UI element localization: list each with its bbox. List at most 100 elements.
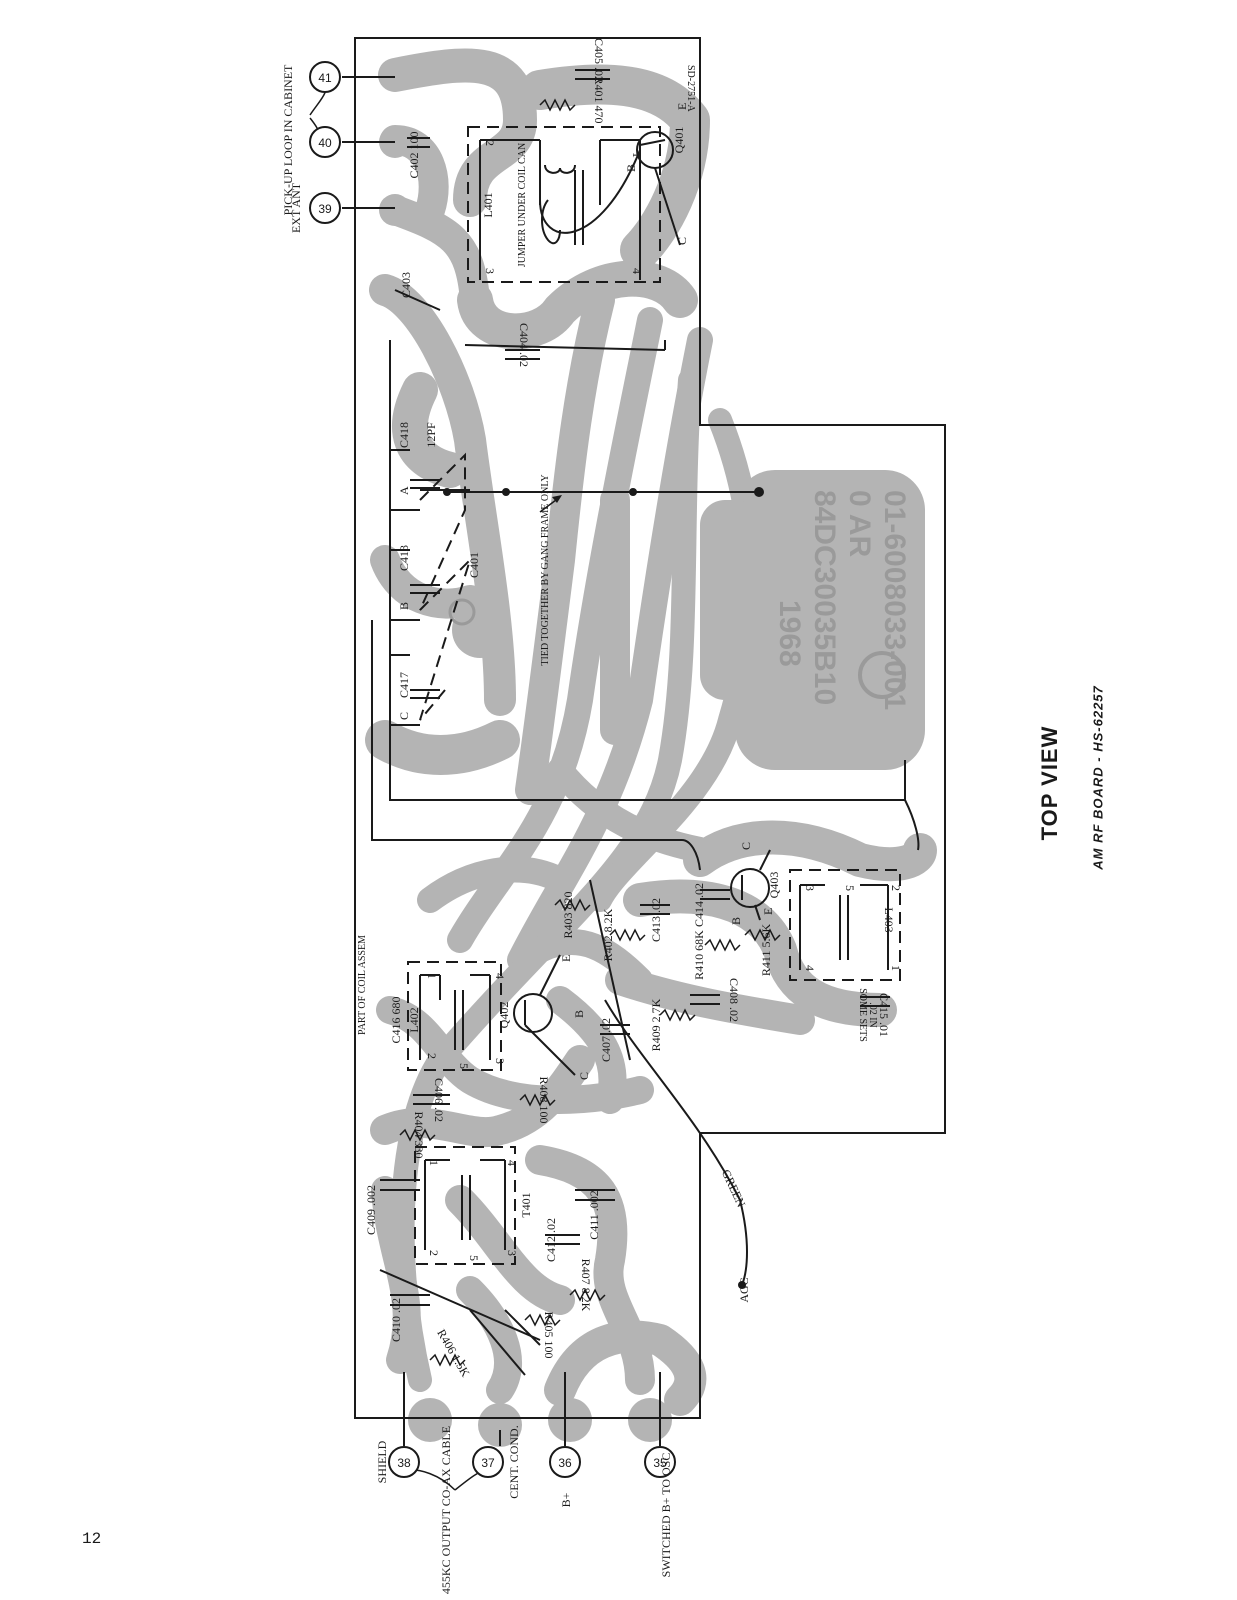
label-q402: Q402: [497, 1002, 511, 1029]
label-c418-value: 12PF: [424, 422, 438, 448]
label-c414: C414 .02: [692, 883, 706, 927]
label-r404: R404 330: [412, 1111, 426, 1158]
passive-components: [379, 69, 890, 1376]
label-r405: R405 100: [542, 1311, 556, 1358]
motorola-logo-small-icon: [448, 598, 476, 626]
label-l403: L403: [882, 907, 896, 932]
svg-text:41: 41: [318, 71, 332, 85]
pcb-copper-foil: [365, 48, 937, 1447]
svg-text:2: 2: [483, 140, 497, 146]
label-r406: R406 1.5K: [434, 1327, 473, 1380]
label-pickup-loop: PICK-UP LOOP IN CABINET: [281, 64, 295, 215]
svg-text:B: B: [572, 1010, 586, 1018]
terminal-35[interactable]: 35: [644, 1446, 676, 1478]
svg-text:A: A: [397, 486, 411, 495]
svg-text:2: 2: [889, 885, 903, 891]
label-in-note: .02 IN: [867, 1002, 878, 1028]
terminal-38[interactable]: 38: [388, 1446, 420, 1478]
label-c406: C406 .02: [432, 1078, 446, 1122]
svg-text:1: 1: [630, 152, 644, 158]
coil-l403: [789, 869, 901, 981]
terminal-37[interactable]: 37: [472, 1446, 504, 1478]
label-q403: Q403: [767, 872, 781, 899]
tuning-gang: [389, 449, 471, 726]
transistor-q401: [636, 131, 681, 246]
page-title: TOP VIEW: [1037, 725, 1062, 841]
label-c409: C409 .002: [364, 1185, 378, 1235]
transistor-q402: [513, 954, 576, 1076]
label-r402: R402 8.2K: [601, 908, 615, 961]
label-r408: R408 100: [537, 1076, 551, 1123]
label-gang-note: TIED TOGETHER BY GANG FRAME ONLY: [540, 474, 551, 665]
motorola-logo-icon: [858, 651, 906, 699]
svg-text:36: 36: [558, 1456, 572, 1470]
label-c418: C418: [397, 422, 411, 448]
label-c408: C408 .02: [727, 978, 741, 1022]
svg-text:4: 4: [505, 1160, 519, 1166]
terminal-39[interactable]: 39: [309, 192, 341, 224]
label-r410: R410 68K: [692, 930, 706, 980]
label-c411: C411 .002: [587, 1190, 601, 1240]
terminal-36[interactable]: 36: [549, 1446, 581, 1478]
svg-text:E: E: [559, 955, 573, 962]
svg-text:3: 3: [483, 268, 497, 274]
label-r409: R409 2.7K: [649, 998, 663, 1051]
svg-text:4: 4: [803, 965, 817, 971]
svg-text:35: 35: [653, 1456, 667, 1470]
svg-text:C: C: [739, 842, 753, 850]
label-r407: R407 8.2K: [579, 1259, 593, 1312]
label-c412: C412 .02: [544, 1218, 558, 1262]
svg-text:C: C: [675, 237, 689, 245]
label-c417: C417: [397, 672, 411, 698]
label-c403: C403: [399, 272, 413, 298]
etching-line-4: 1968: [773, 600, 806, 667]
svg-text:4: 4: [493, 973, 507, 979]
svg-text:1: 1: [425, 973, 439, 979]
svg-text:E: E: [761, 908, 775, 915]
label-l402: L402: [407, 1007, 421, 1032]
svg-text:3: 3: [803, 885, 817, 891]
terminal-40[interactable]: 40: [309, 126, 341, 158]
svg-text:1: 1: [427, 1160, 441, 1166]
label-green: GREEN: [719, 1167, 749, 1209]
svg-text:3: 3: [493, 1058, 507, 1064]
svg-text:37: 37: [481, 1456, 495, 1470]
coil-l402: [407, 961, 502, 1071]
label-switched-b-plus: SWITCHED B+ TO OSC: [659, 1453, 673, 1578]
label-c416: C416 680: [389, 996, 403, 1043]
label-c407: C407 .02: [599, 1018, 613, 1062]
svg-text:2: 2: [427, 1250, 441, 1256]
label-ext-ant: EXT ANT: [289, 182, 303, 233]
label-l401: L401: [481, 192, 495, 217]
svg-text:5: 5: [843, 885, 857, 891]
svg-text:5: 5: [467, 1255, 481, 1261]
label-b-plus: B+: [559, 1492, 573, 1507]
svg-text:3: 3: [505, 1250, 519, 1256]
svg-text:4: 4: [630, 268, 644, 274]
label-c401: C401: [467, 552, 481, 578]
svg-text:38: 38: [397, 1456, 411, 1470]
label-shield: SHIELD: [375, 1440, 389, 1483]
page-number: 12: [82, 1530, 102, 1548]
svg-text:1: 1: [889, 965, 903, 971]
label-jumper: JUMPER UNDER COIL CAN: [517, 143, 528, 267]
label-c404: C404 .02: [517, 323, 531, 367]
board-etching: 01-6008033-001 0 AR 84DC30035B10 1968: [773, 490, 911, 710]
label-c405: C405 .02: [592, 38, 606, 82]
svg-text:B: B: [397, 602, 411, 610]
label-drawing-number: SD-2751-A: [685, 65, 696, 112]
label-c410: C410 .02: [389, 1298, 403, 1342]
label-c402: C402 100: [407, 131, 421, 178]
label-cable: 455KC OUTPUT CO-AX CABLE: [439, 1426, 453, 1594]
label-c415: C415 .01: [877, 993, 891, 1037]
transformer-t401: [414, 1146, 516, 1265]
svg-text:C: C: [577, 1072, 591, 1080]
svg-text:B: B: [624, 164, 638, 172]
label-c413: C413: [397, 545, 411, 571]
etching-line-1: 01-6008033-001: [878, 490, 911, 710]
label-coil-note: PART OF COIL ASSEM: [357, 935, 368, 1035]
terminal-41[interactable]: 41: [309, 61, 341, 93]
svg-text:2: 2: [425, 1053, 439, 1059]
page-subtitle: AM RF BOARD - HS-62257: [1090, 685, 1106, 870]
